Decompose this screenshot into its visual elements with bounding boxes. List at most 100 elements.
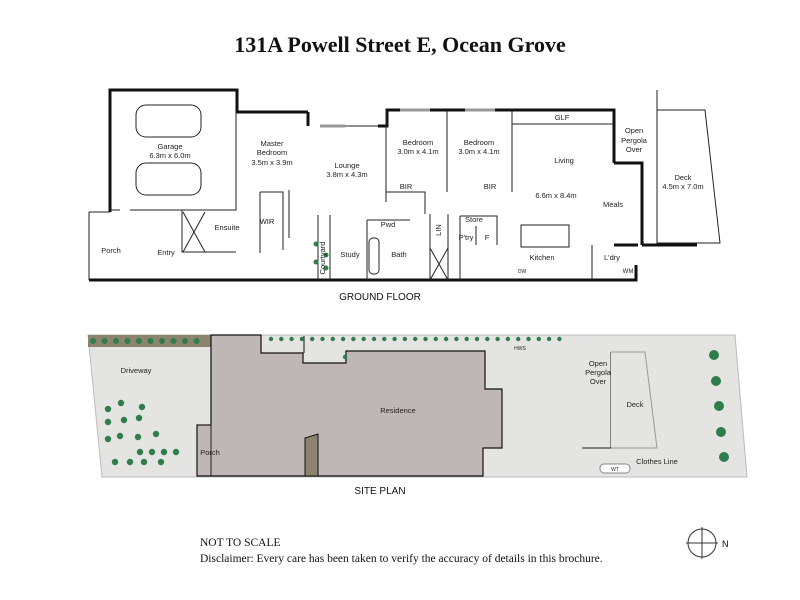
ground-floor-plan: Garage 6.3m x 6.0m Master Bedroom 3.5m x…	[88, 88, 721, 303]
site-plan-caption: SITE PLAN	[354, 486, 405, 497]
tree-icon	[90, 338, 96, 344]
lounge-label: Lounge	[334, 161, 359, 170]
tree-icon	[557, 336, 562, 342]
tree-icon	[160, 448, 168, 456]
tree-icon	[474, 336, 480, 342]
tree-icon	[709, 350, 719, 360]
tree-icon	[413, 336, 418, 342]
meals-label: Meals	[603, 200, 623, 209]
tree-icon	[371, 336, 377, 342]
tree-icon	[136, 448, 144, 456]
porch-label: Porch	[101, 246, 121, 255]
tree-icon	[382, 336, 387, 342]
lounge-size: 3.8m x 4.3m	[326, 170, 367, 179]
courtyard-label: Courtyard	[318, 242, 327, 275]
garage-label: Garage	[157, 142, 182, 151]
tree-icon	[433, 336, 438, 342]
bedroom-1-label: Bedroom	[403, 138, 433, 147]
bathtub-icon	[368, 237, 380, 275]
tree-icon	[342, 354, 348, 360]
site-pergola-label: Over	[590, 377, 607, 386]
tree-icon	[113, 338, 119, 344]
tree-icon	[117, 399, 125, 407]
tree-icon	[361, 336, 366, 342]
tree-icon	[147, 338, 154, 344]
master-label-1: Master	[261, 139, 284, 148]
pantry-label: P'try	[459, 233, 474, 242]
tree-icon	[116, 432, 124, 440]
scale-note: NOT TO SCALE	[200, 537, 281, 549]
trees	[90, 336, 729, 466]
deck-label: Deck	[674, 173, 691, 182]
tree-icon	[268, 336, 274, 342]
tree-icon	[157, 458, 165, 466]
tree-icon	[124, 338, 131, 344]
tree-icon	[546, 336, 552, 342]
tree-icon	[138, 403, 146, 411]
bedroom-2-size: 3.0m x 4.1m	[458, 147, 499, 156]
tree-icon	[279, 336, 284, 342]
deck-size: 4.5m x 7.0m	[662, 182, 703, 191]
linen-label: LIN	[434, 224, 443, 236]
pergola-label: Pergola	[621, 136, 648, 145]
tree-icon	[711, 376, 721, 386]
tree-icon	[170, 338, 177, 344]
tree-icon	[495, 336, 500, 342]
ground-floor-caption: GROUND FLOOR	[339, 292, 421, 303]
wir-label: WIR	[260, 217, 275, 226]
tree-icon	[454, 336, 459, 342]
powder-room-label: Pwd	[381, 220, 396, 229]
pergola-label: Open	[625, 126, 643, 135]
water-tank-label: WT	[611, 467, 619, 473]
bath-label: Bath	[391, 250, 406, 259]
master-size: 3.5m x 3.9m	[251, 158, 292, 167]
tree-icon	[505, 336, 511, 342]
tree-icon	[159, 338, 165, 344]
master-label-2: Bedroom	[257, 148, 287, 157]
tree-icon	[148, 448, 156, 456]
tree-icon	[310, 336, 315, 342]
living-label: Living	[554, 156, 574, 165]
bedroom-2-label: Bedroom	[464, 138, 494, 147]
bedroom-1-size: 3.0m x 4.1m	[397, 147, 438, 156]
tree-icon	[719, 452, 729, 462]
laundry-label: L'dry	[604, 253, 620, 262]
tree-icon	[140, 458, 148, 466]
garage-size: 6.3m x 6.0m	[149, 151, 190, 160]
tree-icon	[485, 336, 490, 342]
tree-icon	[134, 433, 142, 441]
entry-label: Entry	[157, 248, 175, 257]
ensuite-label: Ensuite	[214, 223, 239, 232]
tree-icon	[330, 336, 335, 342]
north-label: N	[722, 539, 729, 549]
tree-icon	[120, 416, 128, 424]
kitchen-label: Kitchen	[529, 253, 554, 262]
tree-icon	[193, 338, 200, 344]
tree-icon	[101, 338, 108, 344]
clothes-line-label: Clothes Line	[636, 457, 678, 466]
tree-icon	[714, 401, 724, 411]
tree-icon	[320, 336, 325, 342]
tree-icon	[104, 435, 112, 443]
tree-icon	[135, 414, 143, 422]
tree-icon	[526, 336, 531, 342]
hot-water-label: HWS	[514, 346, 526, 352]
bir-label: BIR	[484, 182, 497, 191]
site-deck-label: Deck	[626, 400, 643, 409]
driveway-label: Driveway	[121, 366, 152, 375]
tree-icon	[402, 336, 408, 342]
tree-icon	[104, 405, 112, 413]
tree-icon	[340, 336, 346, 342]
property-address-title: 131A Powell Street E, Ocean Grove	[234, 32, 566, 57]
courtyard-plants	[313, 241, 329, 271]
bir-label: BIR	[400, 182, 413, 191]
disclaimer: Disclaimer: Every care has been taken to…	[200, 553, 603, 565]
tree-icon	[104, 418, 112, 426]
washing-machine-label: WM	[623, 269, 634, 275]
car-icon	[135, 162, 202, 196]
site-pergola-label: Open	[589, 359, 607, 368]
tree-icon	[289, 336, 294, 342]
residence-label: Residence	[380, 406, 415, 415]
fridge-label: F	[485, 233, 490, 242]
tree-icon	[464, 336, 469, 342]
